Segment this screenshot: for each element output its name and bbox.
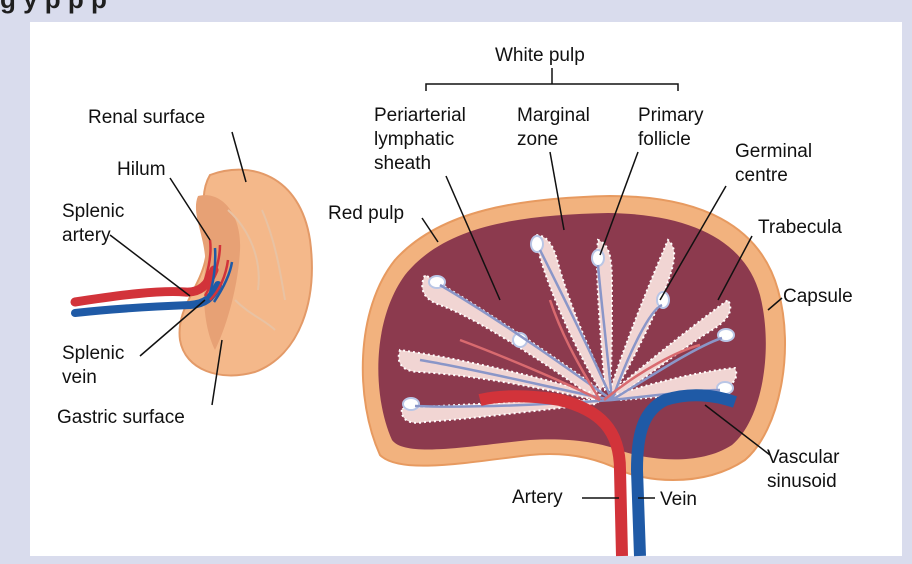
label-splenic-artery-1: Splenic: [62, 200, 124, 224]
label-splenic-vein-1: Splenic: [62, 342, 124, 366]
label-red-pulp: Red pulp: [328, 202, 404, 226]
label-trabecula: Trabecula: [758, 216, 842, 240]
spleen-cross-section: [363, 196, 785, 556]
label-splenic-vein-2: vein: [62, 366, 97, 390]
label-primary-1: Primary: [638, 104, 703, 128]
label-marginal-1: Marginal: [517, 104, 590, 128]
label-vein: Vein: [660, 488, 697, 512]
label-periarterial-3: sheath: [374, 152, 431, 176]
label-vascular-2: sinusoid: [767, 470, 837, 494]
label-gastric-surface: Gastric surface: [57, 406, 185, 430]
label-vascular-1: Vascular: [767, 446, 840, 470]
label-capsule: Capsule: [783, 285, 853, 309]
label-marginal-2: zone: [517, 128, 558, 152]
label-germinal-2: centre: [735, 164, 788, 188]
label-white-pulp: White pulp: [495, 44, 585, 68]
label-primary-2: follicle: [638, 128, 691, 152]
label-renal-surface: Renal surface: [88, 106, 205, 130]
label-hilum: Hilum: [117, 158, 166, 182]
white-pulp-bracket: [426, 84, 678, 91]
label-periarterial-2: lymphatic: [374, 128, 454, 152]
label-periarterial-1: Periarterial: [374, 104, 466, 128]
label-splenic-artery-2: artery: [62, 224, 111, 248]
label-germinal-1: Germinal: [735, 140, 812, 164]
label-artery: Artery: [512, 486, 563, 510]
